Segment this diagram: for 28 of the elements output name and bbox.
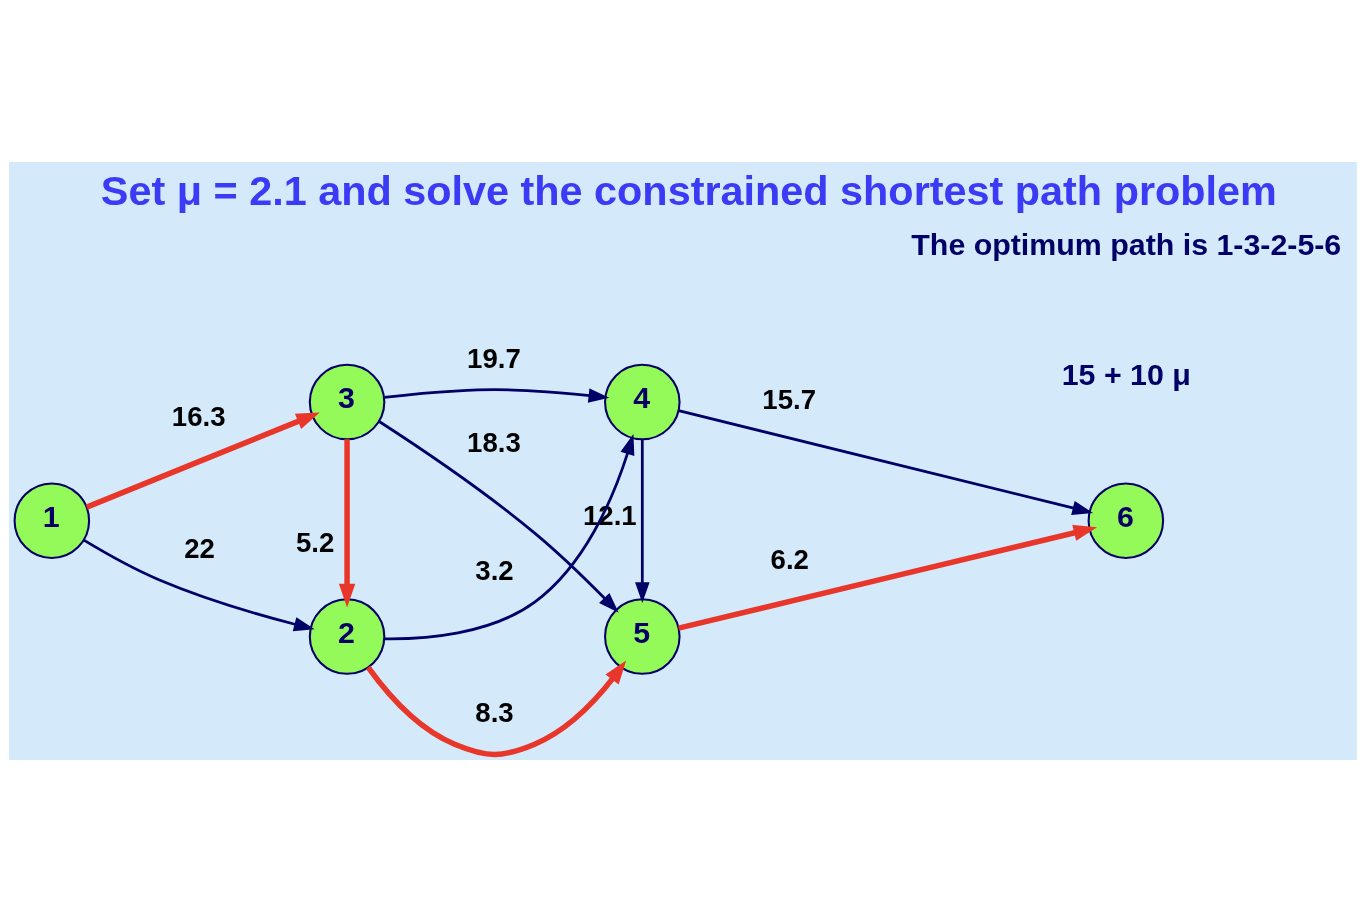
label: The optimum path is 1-3-2-5-6: [911, 228, 1342, 262]
node-circle: 3: [308, 363, 386, 441]
diagram-title: Set μ = 2.1 and solve the constrained shortest path problem: [100, 167, 1277, 214]
edge-label: 8.3: [475, 697, 514, 729]
arrow: [678, 524, 1098, 631]
edge-label: 16.3: [171, 400, 226, 432]
node-circle: 2: [308, 598, 386, 675]
node-circle: 6: [1087, 482, 1165, 559]
arrow: [338, 439, 356, 608]
node-circle: 4: [604, 363, 681, 441]
label: 15 + 10 μ: [1061, 357, 1191, 391]
arrow: [83, 539, 315, 632]
arrow: [384, 434, 635, 641]
edge-label: 3.2: [475, 555, 514, 587]
edge-label: 5.2: [296, 527, 335, 559]
arrow: [678, 409, 1094, 516]
node-circle: 1: [13, 482, 91, 559]
node-circle: 5: [604, 598, 681, 675]
arrow: [635, 439, 650, 604]
arrow: [384, 388, 610, 403]
arrow: [365, 660, 627, 758]
arrow: [85, 412, 320, 510]
arrow: [378, 420, 619, 613]
edge-label: 6.2: [770, 543, 809, 575]
edge-label: 22: [184, 532, 215, 564]
edge-label: 15.7: [762, 383, 817, 415]
edge-label: 19.7: [467, 342, 521, 374]
edge-label: 18.3: [467, 426, 521, 458]
